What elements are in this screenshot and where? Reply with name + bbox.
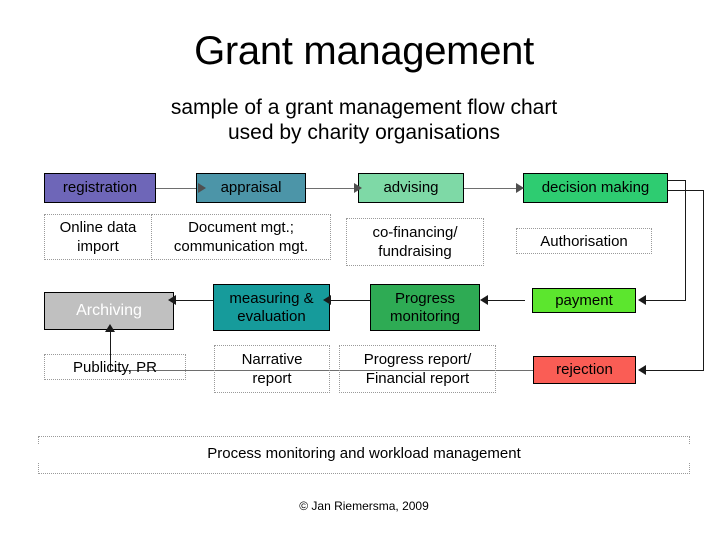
node-advising[interactable]: advising (358, 173, 464, 203)
connector-advising-decision (464, 188, 522, 189)
note-co-financing: co-financing/ fundraising (346, 218, 484, 266)
connector-decision-branch-b-drop (703, 190, 704, 370)
subtitle-line-1: sample of a grant management flow chart (170, 96, 558, 119)
node-rejection-label: rejection (556, 361, 613, 378)
arrowhead-advising-in (354, 183, 362, 193)
note-document-mgt-line-1: Document mgt.; (188, 219, 294, 236)
arrowhead-decision-in (516, 183, 524, 193)
node-decision-making-label: decision making (541, 179, 650, 196)
connector-decision-branch-b-out (668, 190, 704, 191)
process-bar-label-wrap: Process monitoring and workload manageme… (38, 444, 690, 463)
note-narrative-report: Narrative report (214, 345, 330, 393)
node-advising-label: advising (383, 179, 439, 196)
note-publicity-pr: Publicity, PR (44, 354, 186, 380)
note-progress-report-line-2: Financial report (365, 370, 470, 387)
note-authorisation: Authorisation (516, 228, 652, 254)
node-archiving-label: Archiving (76, 302, 142, 319)
arrowhead-payment-in (638, 295, 646, 305)
connector-progress-measuring (330, 300, 370, 301)
node-archiving[interactable]: Archiving (44, 292, 174, 330)
note-narrative-report-line-1: Narrative (241, 351, 303, 368)
node-appraisal-label: appraisal (220, 179, 282, 196)
arrowhead-appraisal-in (198, 183, 206, 193)
node-rejection[interactable]: rejection (533, 356, 636, 384)
note-progress-report-line-1: Progress report/ (363, 351, 472, 368)
note-co-financing-line-2: fundraising (378, 243, 452, 260)
connector-decision-branch-a-drop (685, 180, 686, 300)
process-bar-label: Process monitoring and workload manageme… (199, 445, 529, 462)
arrowhead-archiving-bottom-in (105, 324, 115, 332)
connector-feedback-riser (110, 330, 111, 370)
node-registration[interactable]: registration (44, 173, 156, 203)
note-online-data-import-line-2: import (77, 238, 119, 255)
connector-registration-appraisal (156, 188, 204, 189)
node-measuring-evaluation-line-1: measuring & (229, 289, 314, 307)
node-payment[interactable]: payment (532, 288, 636, 313)
note-online-data-import-line-1: Online data (59, 219, 137, 236)
note-narrative-report-line-2: report (252, 370, 292, 387)
subtitle-line-2: used by charity organisations (228, 121, 500, 144)
page-title: Grant management (194, 29, 534, 73)
node-progress-monitoring-line-2: monitoring (389, 307, 461, 325)
connector-rejection-feedback (110, 370, 534, 371)
connector-branch-a-to-payment (645, 300, 686, 301)
node-measuring-evaluation-line-2: evaluation (237, 307, 306, 325)
node-progress-monitoring-line-1: Progress (394, 289, 455, 307)
node-measuring-evaluation[interactable]: measuring & evaluation (213, 284, 330, 331)
arrowhead-measuring-in (323, 295, 331, 305)
note-progress-report: Progress report/ Financial report (339, 345, 496, 393)
connector-appraisal-advising (305, 188, 359, 189)
note-document-mgt: Document mgt.; communication mgt. (151, 214, 331, 260)
connector-decision-branch-a-out (668, 180, 686, 181)
page-subtitle: sample of a grant management flow chart … (0, 95, 728, 145)
arrowhead-archiving-in (168, 295, 176, 305)
connector-payment-progress (487, 300, 525, 301)
note-publicity-pr-line-1: Publicity, PR (73, 358, 157, 376)
note-authorisation-line-1: Authorisation (540, 232, 628, 250)
note-online-data-import: Online data import (44, 214, 152, 260)
copyright-text: © Jan Riemersma, 2009 (299, 499, 429, 513)
connector-branch-b-to-rejection (645, 370, 704, 371)
node-payment-label: payment (555, 291, 613, 309)
note-document-mgt-line-2: communication mgt. (173, 238, 309, 255)
node-decision-making[interactable]: decision making (523, 173, 668, 203)
node-registration-label: registration (62, 179, 138, 196)
arrowhead-rejection-in (638, 365, 646, 375)
node-progress-monitoring[interactable]: Progress monitoring (370, 284, 480, 331)
connector-measuring-archiving (175, 300, 213, 301)
note-co-financing-line-1: co-financing/ (372, 224, 458, 241)
arrowhead-progress-in (480, 295, 488, 305)
node-appraisal[interactable]: appraisal (196, 173, 306, 203)
